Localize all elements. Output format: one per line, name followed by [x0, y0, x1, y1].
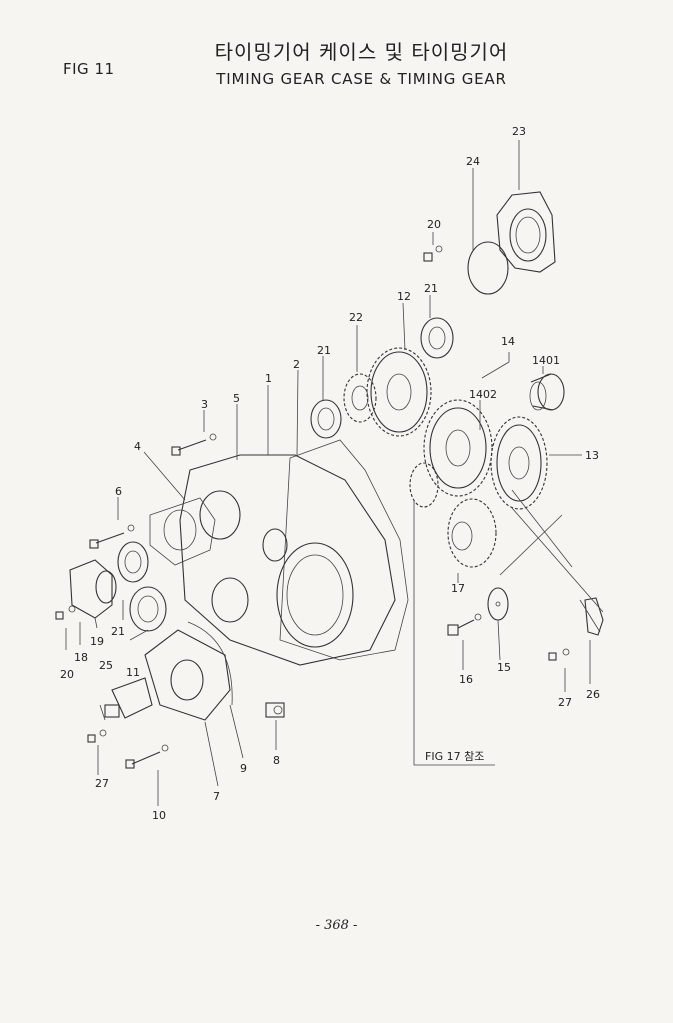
callout: 18 — [74, 651, 88, 664]
part-6-bolt — [89, 524, 135, 549]
part-27-screw-right — [548, 648, 570, 661]
part-21-bearing-lower — [117, 541, 149, 583]
part-11-seal — [129, 586, 167, 632]
figure-id: FIG 11 — [63, 60, 115, 78]
part-7-cover — [144, 629, 231, 721]
callout: 5 — [233, 392, 240, 405]
callout: 27 — [558, 696, 572, 709]
callout: 12 — [397, 290, 411, 303]
callout: 1401 — [532, 354, 560, 367]
callout: 20 — [60, 668, 74, 681]
callout: 1 — [265, 372, 272, 385]
figure-title-korean: 타이밍기어 케이스 및 타이밍기어 — [214, 40, 509, 64]
part-25-pump — [104, 677, 153, 719]
callout: 7 — [213, 790, 220, 803]
callout: 1402 — [469, 388, 497, 401]
callout: 21 — [317, 344, 331, 357]
callout: 21 — [424, 282, 438, 295]
callout: 3 — [201, 398, 208, 411]
callout-labels: 23 24 20 12 21 22 14 1401 1402 13 21 2 1… — [60, 125, 600, 822]
callout: 2 — [293, 358, 300, 371]
callout: 14 — [501, 335, 515, 348]
part-19-housing — [69, 559, 117, 619]
part-gear-small-lower — [409, 462, 439, 508]
callout: 15 — [497, 661, 511, 674]
callout: 11 — [126, 666, 140, 679]
callout: 6 — [115, 485, 122, 498]
callout: 27 — [95, 777, 109, 790]
leader-lines — [65, 140, 604, 806]
callout: 4 — [134, 440, 141, 453]
callout: 16 — [459, 673, 473, 686]
part-2-gasket — [279, 439, 409, 661]
callout: 25 — [99, 659, 113, 672]
figure-title-english: TIMING GEAR CASE & TIMING GEAR — [216, 70, 507, 88]
part-20-screw-top — [423, 245, 443, 262]
part-15-washer — [487, 587, 509, 621]
part-9-o-ring — [187, 621, 233, 706]
callout: 10 — [152, 809, 166, 822]
reference-note: FIG 17 참조 — [425, 750, 484, 763]
part-1-case — [179, 454, 396, 666]
part-16-bolt — [447, 613, 482, 636]
callout: 13 — [585, 449, 599, 462]
callout: 21 — [111, 625, 125, 638]
callout: 24 — [466, 155, 480, 168]
part-10-bolt — [125, 744, 169, 769]
part-12-gear — [366, 347, 432, 437]
part-27-screw-left — [87, 729, 107, 743]
part-20-screw-lower — [55, 605, 76, 620]
callout: 19 — [90, 635, 104, 648]
part-21-bearing-mid — [310, 399, 342, 439]
callout: 23 — [512, 125, 526, 138]
callout: 22 — [349, 311, 363, 324]
part-4-gasket — [149, 497, 216, 566]
part-22-gear — [343, 373, 377, 423]
callout: 26 — [586, 688, 600, 701]
part-23-cover — [496, 191, 556, 273]
part-26-plate — [584, 597, 604, 636]
page-number: - 368 - — [315, 918, 358, 933]
part-8-nut — [265, 702, 285, 718]
callout: 9 — [240, 762, 247, 775]
callout: 20 — [427, 218, 441, 231]
callout: 8 — [273, 754, 280, 767]
part-1401-bushing — [529, 373, 565, 411]
part-14-idler-gear — [423, 399, 493, 497]
callout: 17 — [451, 582, 465, 595]
part-21-bearing-top — [420, 317, 454, 359]
part-13-gear — [490, 416, 548, 510]
part-24-o-ring — [467, 241, 509, 295]
part-17-gear — [447, 498, 497, 568]
part-3-bolt — [171, 433, 217, 456]
